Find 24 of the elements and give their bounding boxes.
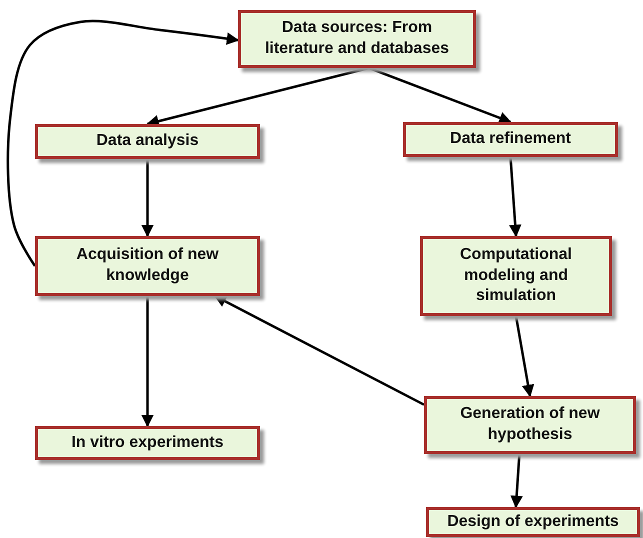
- arrow: [510, 454, 523, 508]
- arrow: [141, 159, 154, 238]
- box-label: Computational modeling and simulation: [459, 244, 573, 306]
- arrow: [214, 294, 425, 406]
- process-box: [424, 396, 636, 454]
- arrow: [141, 296, 154, 428]
- process-box: [420, 236, 612, 316]
- box-label: Generation of new hypothesis: [459, 404, 601, 445]
- process-box: [403, 122, 618, 157]
- arrow: [514, 316, 534, 398]
- box-label: Data refinement: [450, 129, 571, 150]
- arrow: [6, 20, 240, 267]
- process-box: [238, 10, 476, 68]
- box-label: Data sources: From literature and databases: [264, 18, 450, 59]
- process-box: [426, 507, 640, 537]
- arrow: [368, 66, 512, 124]
- box-label: Data analysis: [96, 131, 199, 152]
- process-box: [35, 426, 260, 460]
- box-label: In vitro experiments: [71, 432, 224, 453]
- box-label: Design of experiments: [447, 512, 619, 532]
- process-box: [35, 236, 260, 296]
- process-box: [35, 124, 260, 159]
- box-label: Acquisition of new knowledge: [75, 245, 220, 286]
- arrow: [508, 156, 522, 238]
